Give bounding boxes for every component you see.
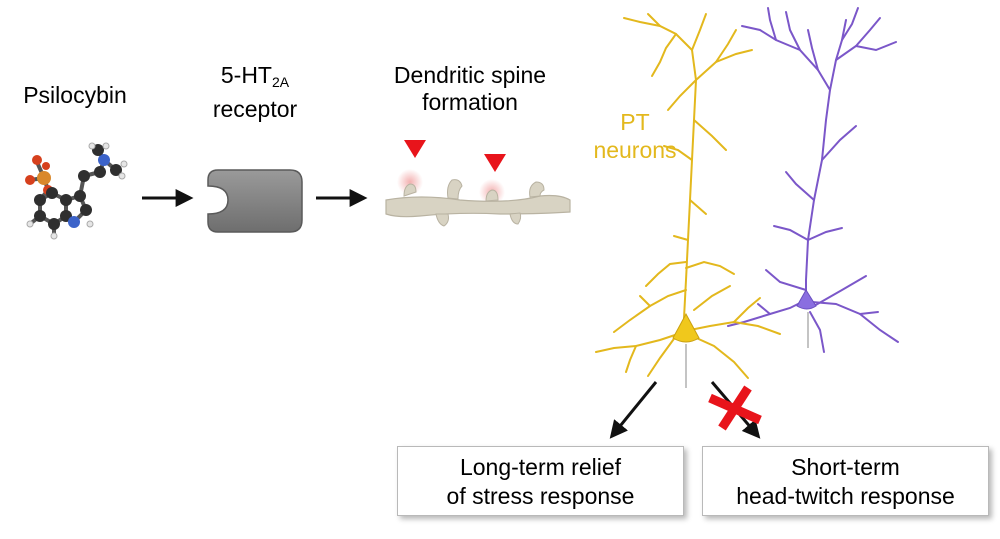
short-term-response-box: Short-term head-twitch response	[702, 446, 989, 516]
receptor-name-subscript: 2A	[272, 74, 290, 90]
receptor-icon	[207, 169, 303, 233]
pt-soma-icon	[672, 312, 700, 343]
spine-marker-icon	[404, 140, 426, 158]
long-term-line1: Long-term relief	[459, 454, 622, 480]
short-term-line1: Short-term	[791, 454, 900, 480]
pt-label-line2: neurons	[593, 137, 677, 163]
non-pt-neuron-icon	[727, 7, 899, 353]
pt-neurons-label: PT neurons	[590, 108, 680, 164]
spine-formation-label: Dendritic spine formation	[380, 62, 560, 116]
spine-label-line1: Dendritic spine	[393, 62, 547, 88]
psilocybin-label: Psilocybin	[10, 82, 140, 109]
psilocybin-text: Psilocybin	[23, 82, 127, 108]
receptor-label: 5-HT2A receptor	[190, 62, 320, 123]
arrow-to-long-term	[609, 381, 658, 439]
blocked-cross-icon	[708, 385, 762, 431]
pt-label-line1: PT	[620, 109, 650, 135]
receptor-word: receptor	[212, 96, 298, 122]
psilocybin-molecule-icon	[25, 142, 128, 240]
receptor-name: 5-HT2A	[220, 62, 290, 90]
short-term-line2: head-twitch response	[736, 483, 955, 509]
spine-label-line2: formation	[422, 89, 518, 115]
non-pt-soma-icon	[796, 289, 817, 310]
pt-neuron-icon	[595, 13, 781, 379]
long-term-line2: of stress response	[446, 483, 635, 509]
spine-marker-icon	[484, 154, 506, 172]
long-term-relief-box: Long-term relief of stress response	[397, 446, 684, 516]
receptor-name-main: 5-HT	[220, 62, 272, 88]
dendrite-segment-icon	[385, 169, 571, 227]
